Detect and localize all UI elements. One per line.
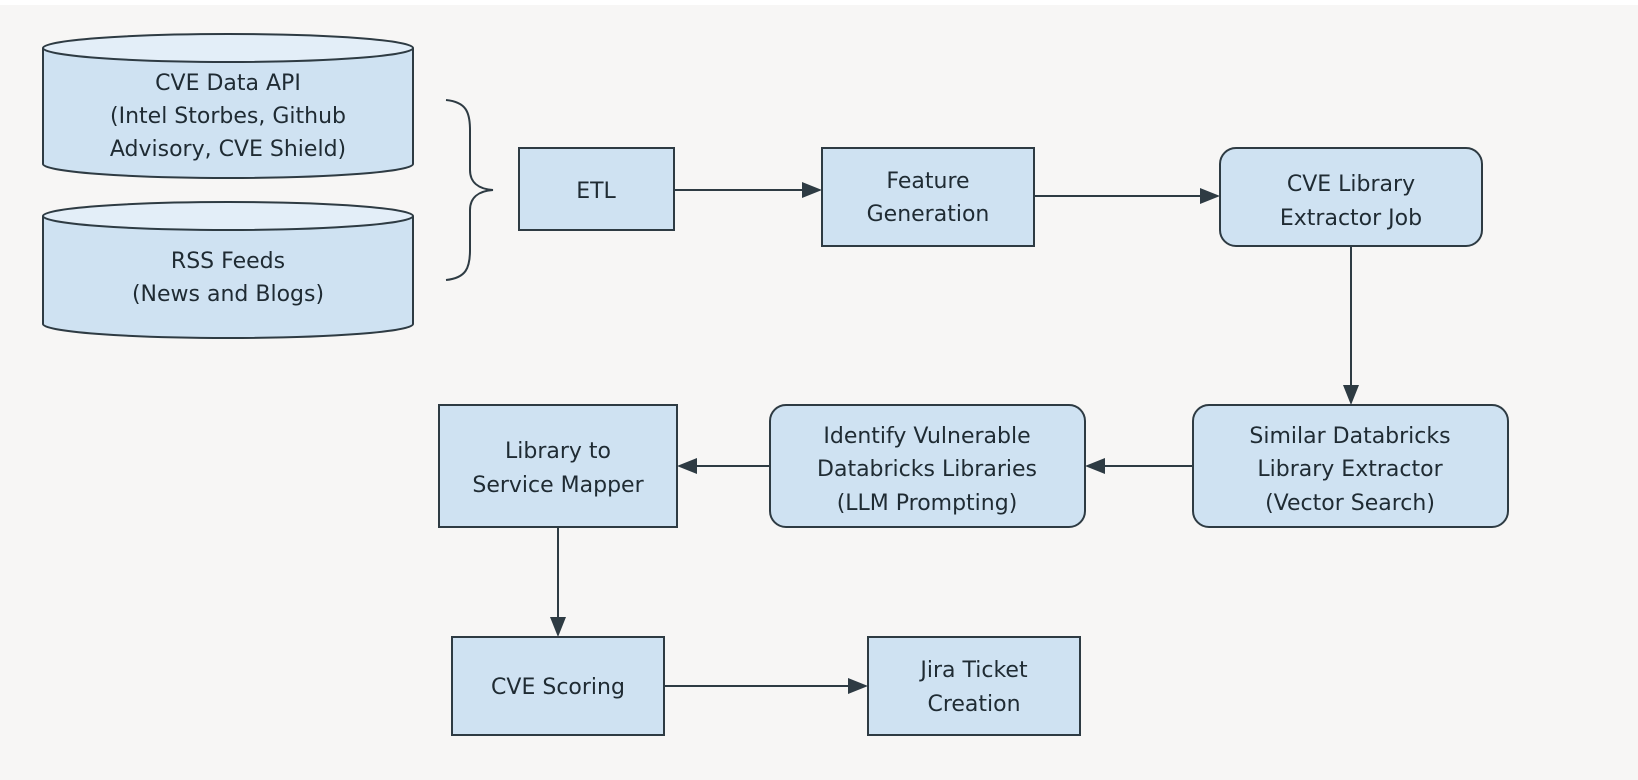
source-rss-feeds: RSS Feeds (News and Blogs) [42,201,414,339]
cylinder-top [42,201,414,231]
node-label-line: (LLM Prompting) [837,491,1018,516]
node-label-line: Databricks Libraries [817,457,1037,482]
node-label-line: (Vector Search) [1265,491,1435,516]
edge-cve-library-extractor-job-to-similar-extractor [1343,246,1359,405]
node-label-line: Library to [505,439,611,464]
node-cve-library-extractor-job: CVE Library Extractor Job [1219,147,1483,247]
arrowhead [802,182,822,198]
source-label-line: RSS Feeds [171,249,285,274]
arrowhead [1200,188,1220,204]
node-label-line: Library Extractor [1257,457,1443,482]
source-label-line: (Intel Storbes, Github [110,104,346,129]
node-label-line: Generation [867,202,990,227]
node-library-to-service-mapper: Library to Service Mapper [438,404,678,528]
node-label-line: Service Mapper [472,473,644,498]
node-label-line: Creation [927,692,1020,717]
edge-identify-vulnerable-to-service-mapper [677,458,770,474]
node-label-line: ETL [576,179,616,204]
edge-cve-scoring-to-jira-ticket-creation [664,678,868,694]
arrowhead [848,678,868,694]
source-label-line: Advisory, CVE Shield) [110,137,346,162]
node-identify-vulnerable-databricks-libraries: Identify Vulnerable Databricks Libraries… [769,404,1086,528]
arrowhead [677,458,697,474]
cylinder-body [42,48,414,179]
sources-brace [445,99,494,281]
node-label-line: Identify Vulnerable [823,424,1030,449]
node-label-line: Similar Databricks [1249,424,1450,449]
edge-feature-generation-to-cve-library-extractor-job [1034,188,1220,204]
node-label-line: Feature [886,169,969,194]
node-label-line: Jira Ticket [918,658,1028,683]
node-label-line: CVE Library [1287,172,1415,197]
source-cve-data-api: CVE Data API (Intel Storbes, Github Advi… [42,33,414,179]
source-label-line: CVE Data API [155,71,301,96]
cylinder-body [42,216,414,339]
arrowhead [1343,385,1359,405]
cylinder-top [42,33,414,63]
node-label-line: CVE Scoring [491,675,625,700]
node-feature-generation: Feature Generation [821,147,1035,247]
edge-etl-to-feature-generation [674,182,822,198]
node-jira-ticket-creation: Jira Ticket Creation [867,636,1081,736]
arrowhead [1085,458,1105,474]
node-label-line: Extractor Job [1280,206,1422,231]
source-label-line: (News and Blogs) [132,282,324,307]
node-etl: ETL [518,147,675,231]
node-cve-scoring: CVE Scoring [451,636,665,736]
node-similar-databricks-library-extractor: Similar Databricks Library Extractor (Ve… [1192,404,1509,528]
edge-service-mapper-to-cve-scoring [550,527,566,637]
arrowhead [550,617,566,637]
edge-similar-extractor-to-identify-vulnerable [1085,458,1193,474]
